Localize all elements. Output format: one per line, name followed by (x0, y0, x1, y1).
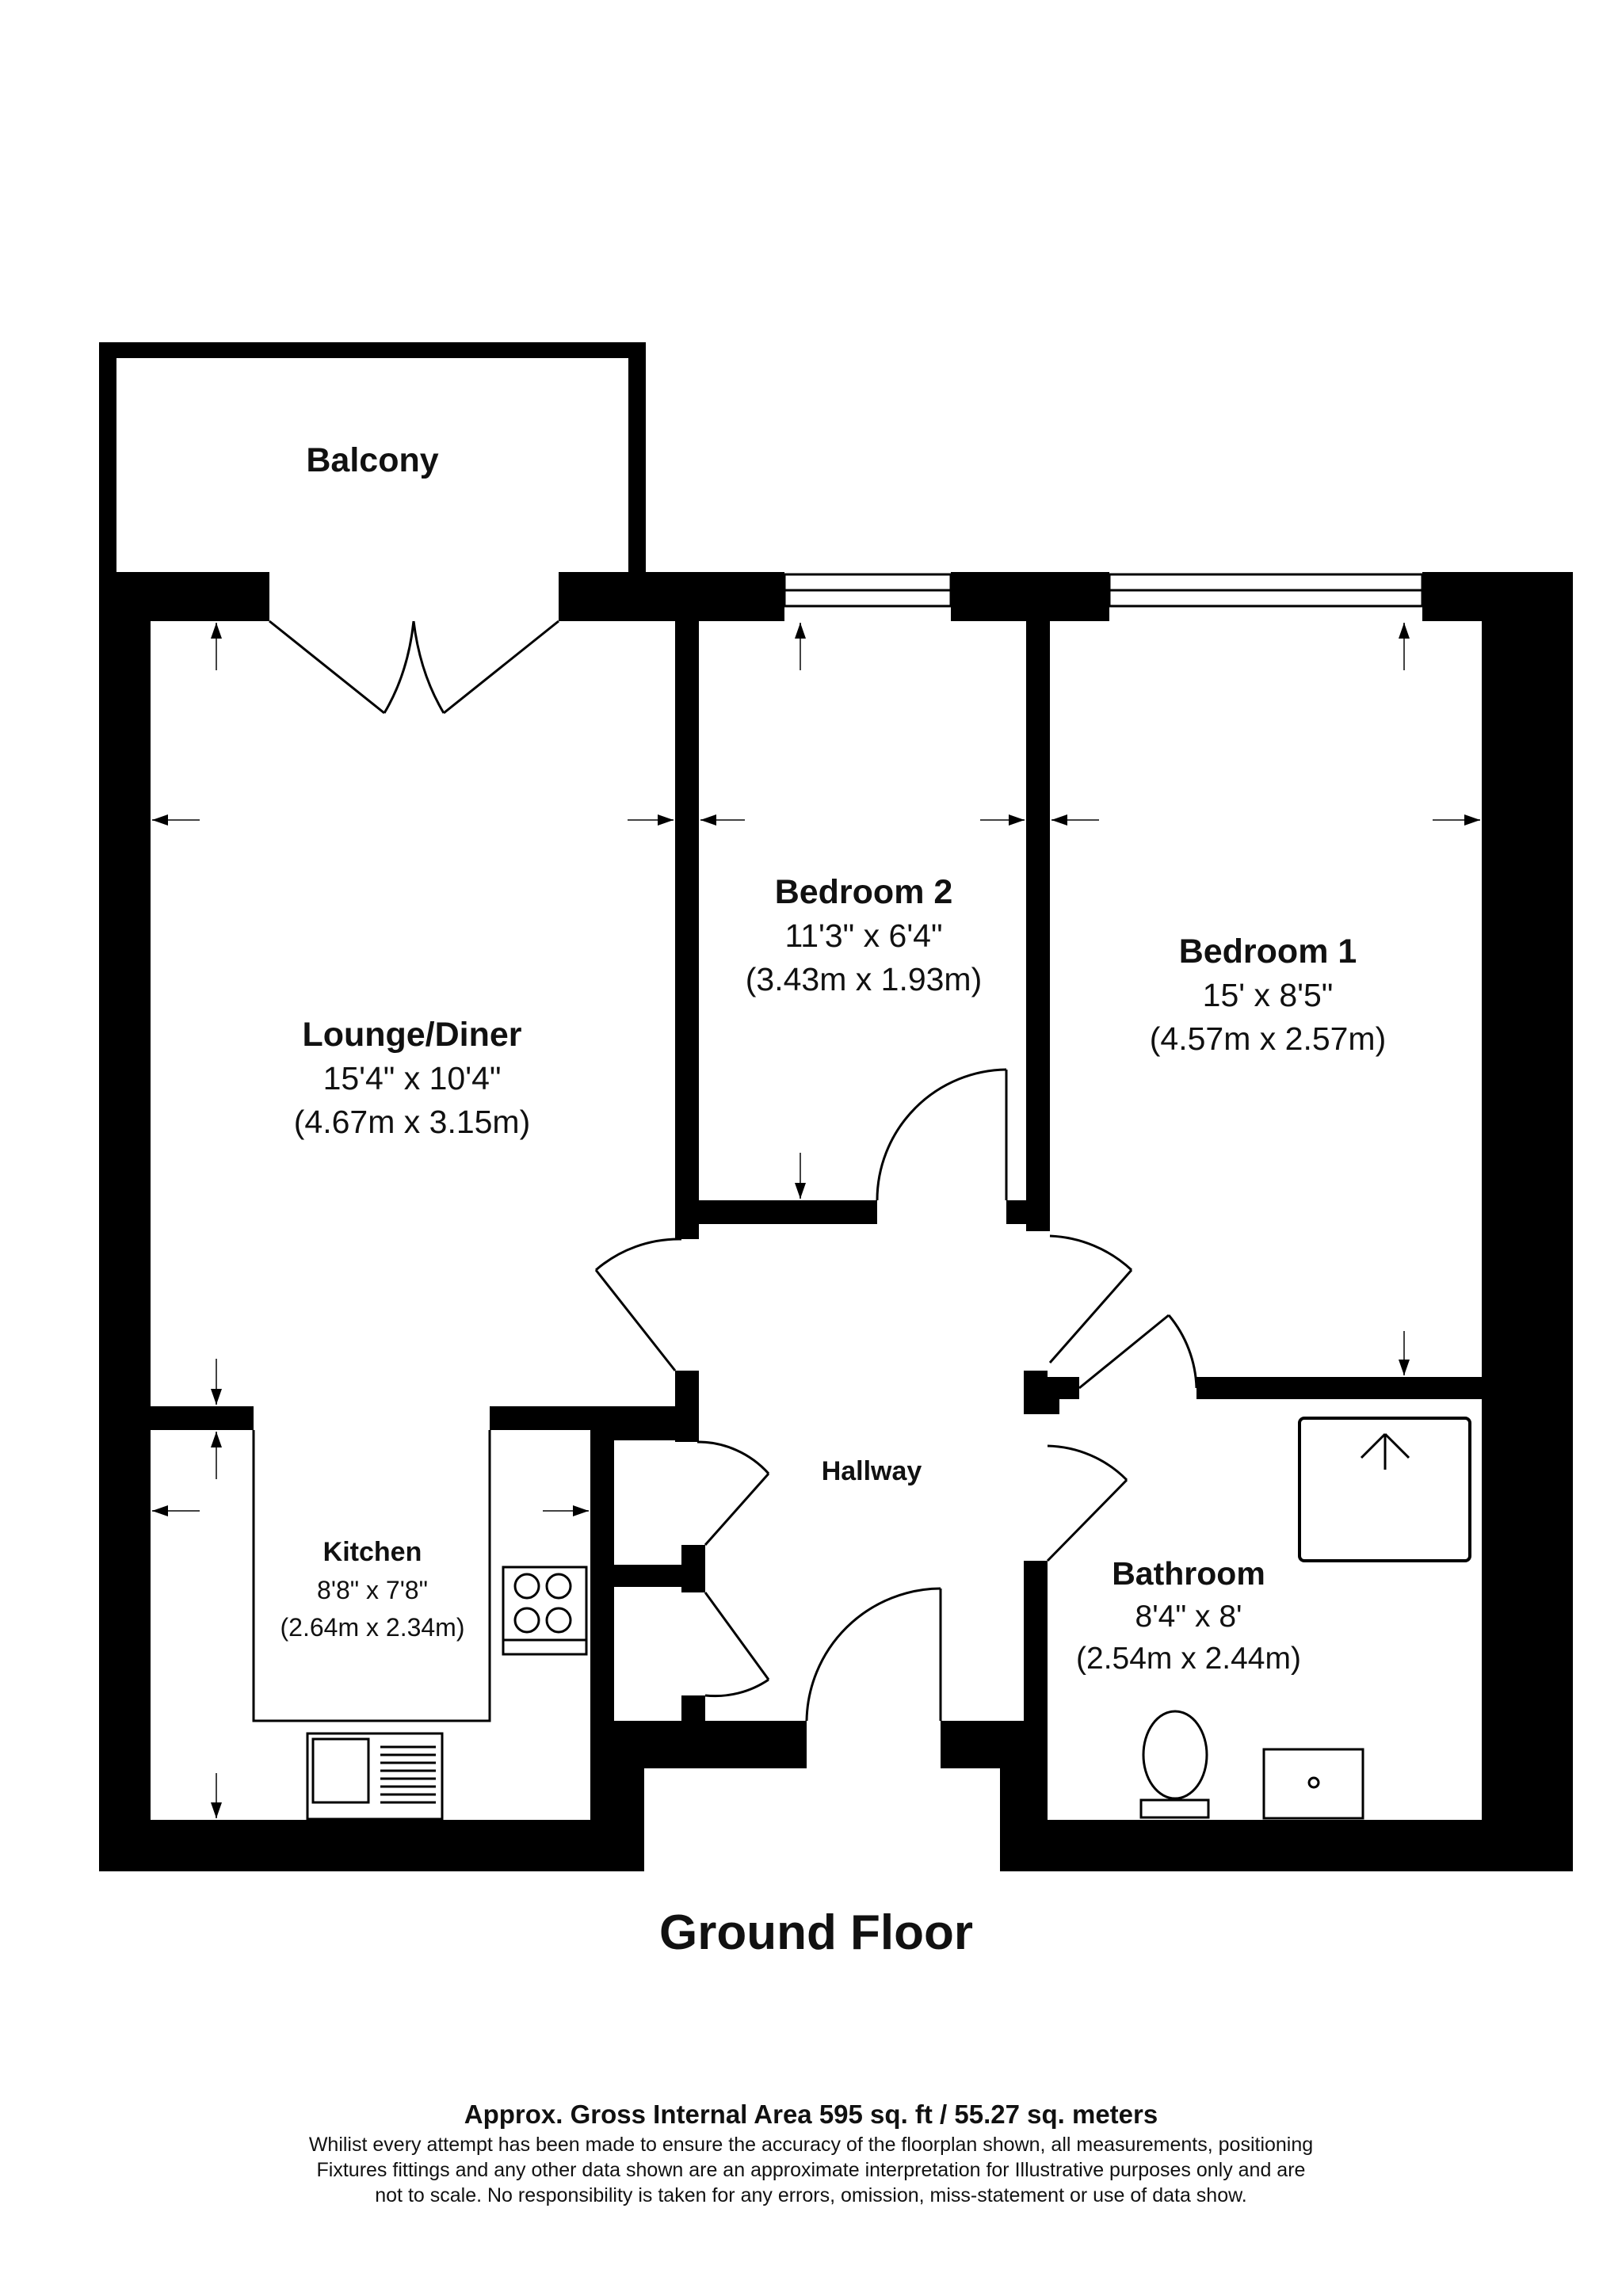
bathroom-fittings (1139, 1417, 1471, 1820)
room-labels: Balcony Lounge/Diner 15'4" x 10'4" (4.67… (281, 441, 1387, 1676)
bathroom-name: Bathroom (1112, 1555, 1265, 1592)
interior-walls (151, 621, 1482, 1820)
footer-disclaimer-3: not to scale. No responsibility is taken… (375, 2184, 1247, 2206)
kitchen-name: Kitchen (323, 1537, 422, 1567)
lounge-metric: (4.67m x 3.15m) (294, 1104, 531, 1140)
dimension-arrows (152, 623, 1480, 1818)
bedroom2-imperial: 11'3" x 6'4" (784, 917, 942, 954)
balcony-walls (99, 342, 646, 572)
lounge-imperial: 15'4" x 10'4" (323, 1060, 502, 1097)
balcony-name: Balcony (306, 441, 438, 479)
kitchen-metric: (2.64m x 2.34m) (281, 1613, 465, 1642)
bathroom-imperial: 8'4" x 8' (1135, 1600, 1242, 1634)
bedroom1-name: Bedroom 1 (1179, 933, 1357, 971)
kitchen-fittings (252, 1430, 588, 1821)
bedroom1-metric: (4.57m x 2.57m) (1150, 1020, 1387, 1057)
kitchen-imperial: 8'8" x 7'8" (317, 1576, 428, 1604)
lounge-name: Lounge/Diner (302, 1016, 521, 1054)
bathroom-metric: (2.54m x 2.44m) (1076, 1642, 1301, 1676)
bedroom2-metric: (3.43m x 1.93m) (746, 961, 983, 997)
footer-disclaimer-2: Fixtures fittings and any other data sho… (316, 2159, 1306, 2181)
outer-walls (99, 572, 1573, 1871)
bedroom1-imperial: 15' x 8'5" (1203, 977, 1334, 1013)
floor-title: Ground Floor (659, 1905, 973, 1960)
hallway-name: Hallway (822, 1456, 922, 1486)
windows (783, 573, 1424, 608)
footer-disclaimer-1: Whilist every attempt has been made to e… (308, 2134, 1314, 2156)
footer-area: Approx. Gross Internal Area 595 sq. ft /… (464, 2100, 1158, 2129)
sink-drainer (380, 1745, 436, 1804)
bedroom2-name: Bedroom 2 (775, 873, 953, 911)
doors (269, 620, 1198, 1722)
